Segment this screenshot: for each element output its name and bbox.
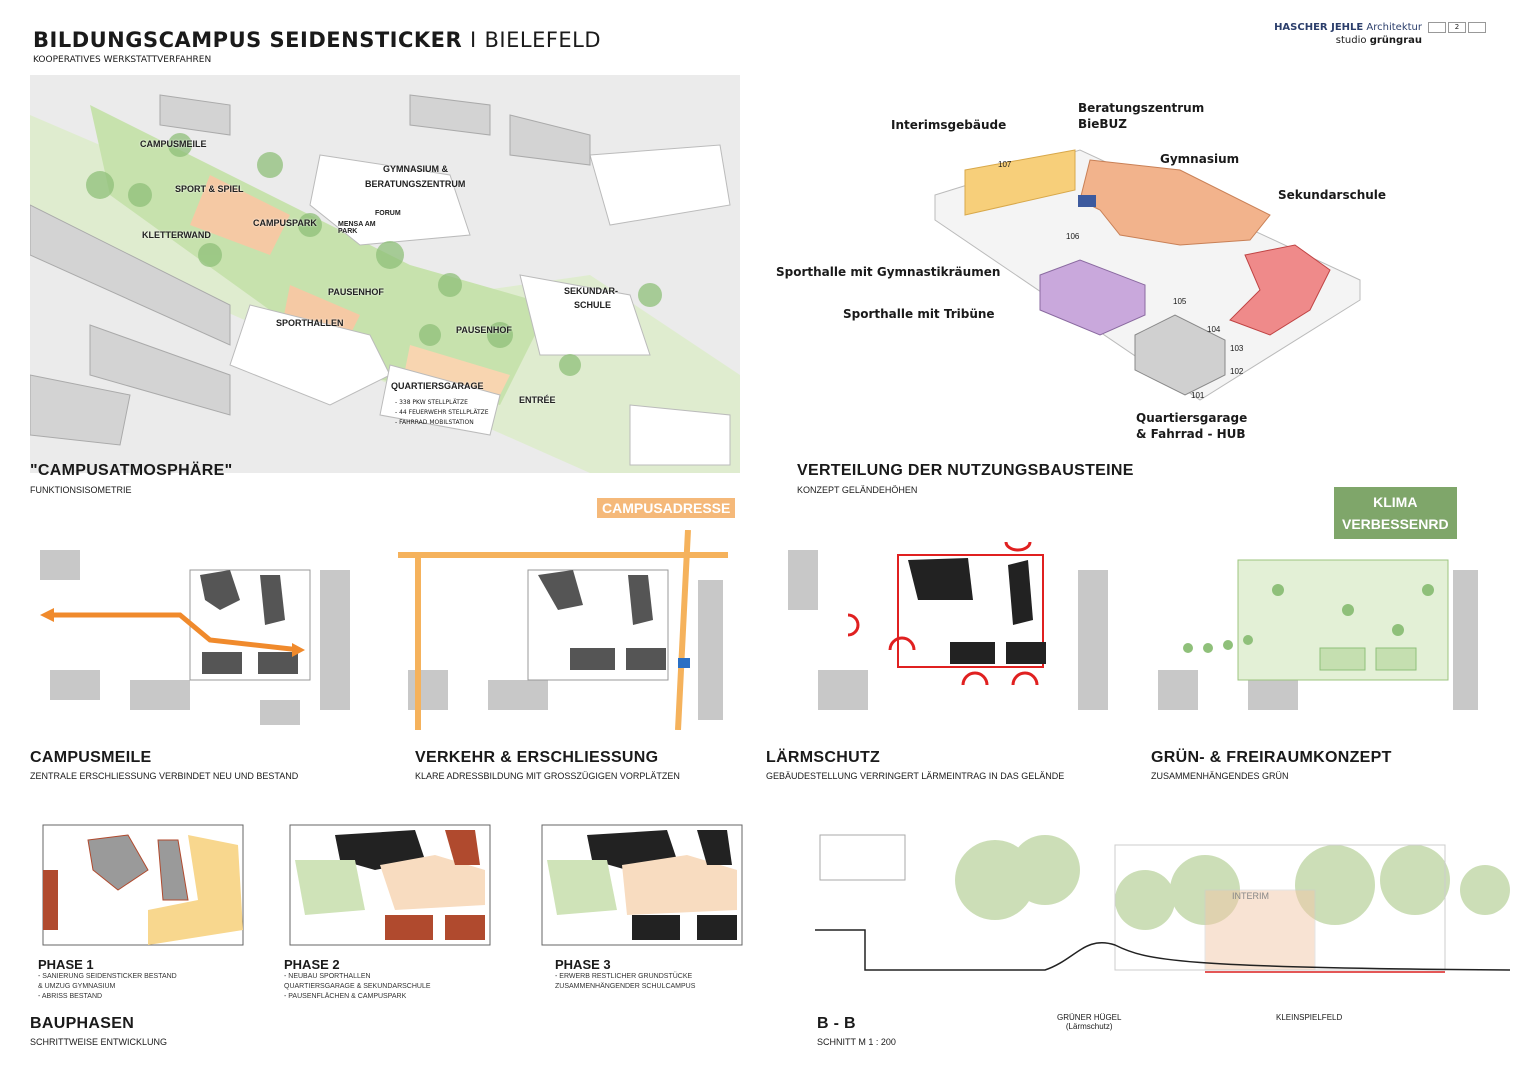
iso-label-sport: SPORT & SPIEL (175, 184, 244, 194)
iso-label-entree: ENTRÉE (519, 395, 556, 405)
iso-label-pausenhof-2: PAUSENHOF (456, 325, 512, 335)
concept-title-gruen: GRÜN- & FREIRAUMKONZEPT (1151, 749, 1392, 766)
iso-caption: FUNKTIONSISOMETRIE (30, 485, 132, 495)
page-box-next[interactable] (1468, 22, 1486, 33)
section-hill-label: GRÜNER HÜGEL(Lärmschutz) (1057, 1013, 1122, 1031)
isometric-image (30, 75, 740, 473)
logo: HASCHER JEHLE Architektur studio grüngra… (1274, 22, 1422, 46)
label-hub: & Fahrrad - HUB (1136, 427, 1246, 441)
distribution-title: VERTEILUNG DER NUTZUNGSBAUSTEINE (797, 462, 1134, 479)
iso-label-campuspark: CAMPUSPARK (253, 218, 317, 228)
iso-label-sekundar: SEKUNDAR- (564, 286, 618, 296)
iso-label-gymnasium: GYMNASIUM & (383, 164, 448, 174)
label-sporthalle-gym: Sporthalle mit Gymnastikräumen (776, 265, 1001, 279)
iso-label-sporthallen: SPORTHALLEN (276, 318, 344, 328)
section-interim-label: INTERIM (1232, 891, 1269, 901)
label-sporthalle-trib: Sporthalle mit Tribüne (843, 307, 995, 321)
label-biebuz: BieBUZ (1078, 117, 1127, 131)
iso-title: "CAMPUSATMOSPHÄRE" (30, 462, 233, 479)
iso-garage-notes: - 338 PKW STELLPLÄTZE- 44 FEUERWEHR STEL… (395, 399, 489, 426)
level-104: 104 (1207, 325, 1221, 334)
iso-label-beratung: BERATUNGSZENTRUM (365, 179, 466, 189)
phase-1-plan (42, 824, 244, 946)
concept-caption-gruen: ZUSAMMENHÄNGENDES GRÜN (1151, 771, 1289, 781)
level-102: 102 (1230, 367, 1244, 376)
iso-label-pausenhof-1: PAUSENHOF (328, 287, 384, 297)
iso-label-forum: FORUM (375, 210, 401, 217)
iso-label-mensa: MENSA AM PARK (338, 221, 376, 235)
page-title: BILDUNGSCAMPUS SEIDENSTICKER I BIELEFELD (33, 28, 602, 52)
map-verkehr (398, 530, 728, 730)
level-107: 107 (998, 160, 1012, 169)
page-box-prev[interactable] (1428, 22, 1446, 33)
iso-label-campusmeile: CAMPUSMEILE (140, 139, 207, 149)
map-gruen (1158, 559, 1478, 710)
section-play-label: KLEINSPIELFELD (1276, 1013, 1343, 1022)
phase-3: PHASE 3- ERWERB RESTLICHER GRUNDSTÜCKE Z… (555, 957, 696, 990)
page-subtitle: KOOPERATIVES WERKSTATTVERFAHREN (33, 55, 212, 65)
phases-caption: SCHRITTWEISE ENTWICKLUNG (30, 1037, 168, 1047)
label-garage: Quartiersgarage (1136, 411, 1248, 425)
concept-caption-verkehr: KLARE ADRESSBILDUNG MIT GROSSZÜGIGEN VOR… (415, 771, 680, 781)
label-beratung: Beratungszentrum (1078, 101, 1205, 115)
label-gymnasium: Gymnasium (1160, 152, 1240, 166)
level-105: 105 (1173, 297, 1187, 306)
map-campusmeile (40, 550, 350, 725)
concept-title-campusmeile: CAMPUSMEILE (30, 749, 152, 766)
phase-2: PHASE 2- NEUBAU SPORTHALLEN QUARTIERSGAR… (284, 957, 431, 1000)
distribution-diagram (934, 149, 1361, 401)
distribution-caption: KONZEPT GELÄNDEHÖHEN (797, 485, 918, 495)
phases-title: BAUPHASEN (30, 1015, 135, 1032)
label-sekundar: Sekundarschule (1278, 188, 1387, 202)
iso-label-kletterwand: KLETTERWAND (142, 230, 211, 240)
level-103: 103 (1230, 344, 1244, 353)
iso-label-schule: SCHULE (574, 300, 612, 310)
phase-2-plan (289, 824, 491, 946)
iso-label-garage: QUARTIERSGARAGE (391, 381, 484, 391)
concept-title-laerm: LÄRMSCHUTZ (766, 749, 881, 766)
section-bb (815, 834, 1510, 973)
phase-3-plan (541, 824, 743, 946)
page-number: 2 (1448, 22, 1466, 33)
map-laermschutz (788, 541, 1108, 710)
label-interim: Interimsgebäude (891, 118, 1007, 132)
concept-title-verkehr: VERKEHR & ERSCHLIESSUNG (415, 749, 659, 766)
section-title: B - B (817, 1015, 856, 1032)
concept-caption-campusmeile: ZENTRALE ERSCHLIESSUNG VERBINDET NEU UND… (30, 771, 299, 781)
section-caption: SCHNITT M 1 : 200 (817, 1037, 896, 1047)
concept-caption-laerm: GEBÄUDESTELLUNG VERRINGERT LÄRMEINTRAG I… (766, 771, 1065, 781)
level-101: 101 (1191, 391, 1205, 400)
tag-campusadresse: CAMPUSADRESSE (597, 498, 736, 518)
level-106: 106 (1066, 232, 1080, 241)
phase-1: PHASE 1- SANIERUNG SEIDENSTICKER BESTAND… (38, 957, 177, 1000)
